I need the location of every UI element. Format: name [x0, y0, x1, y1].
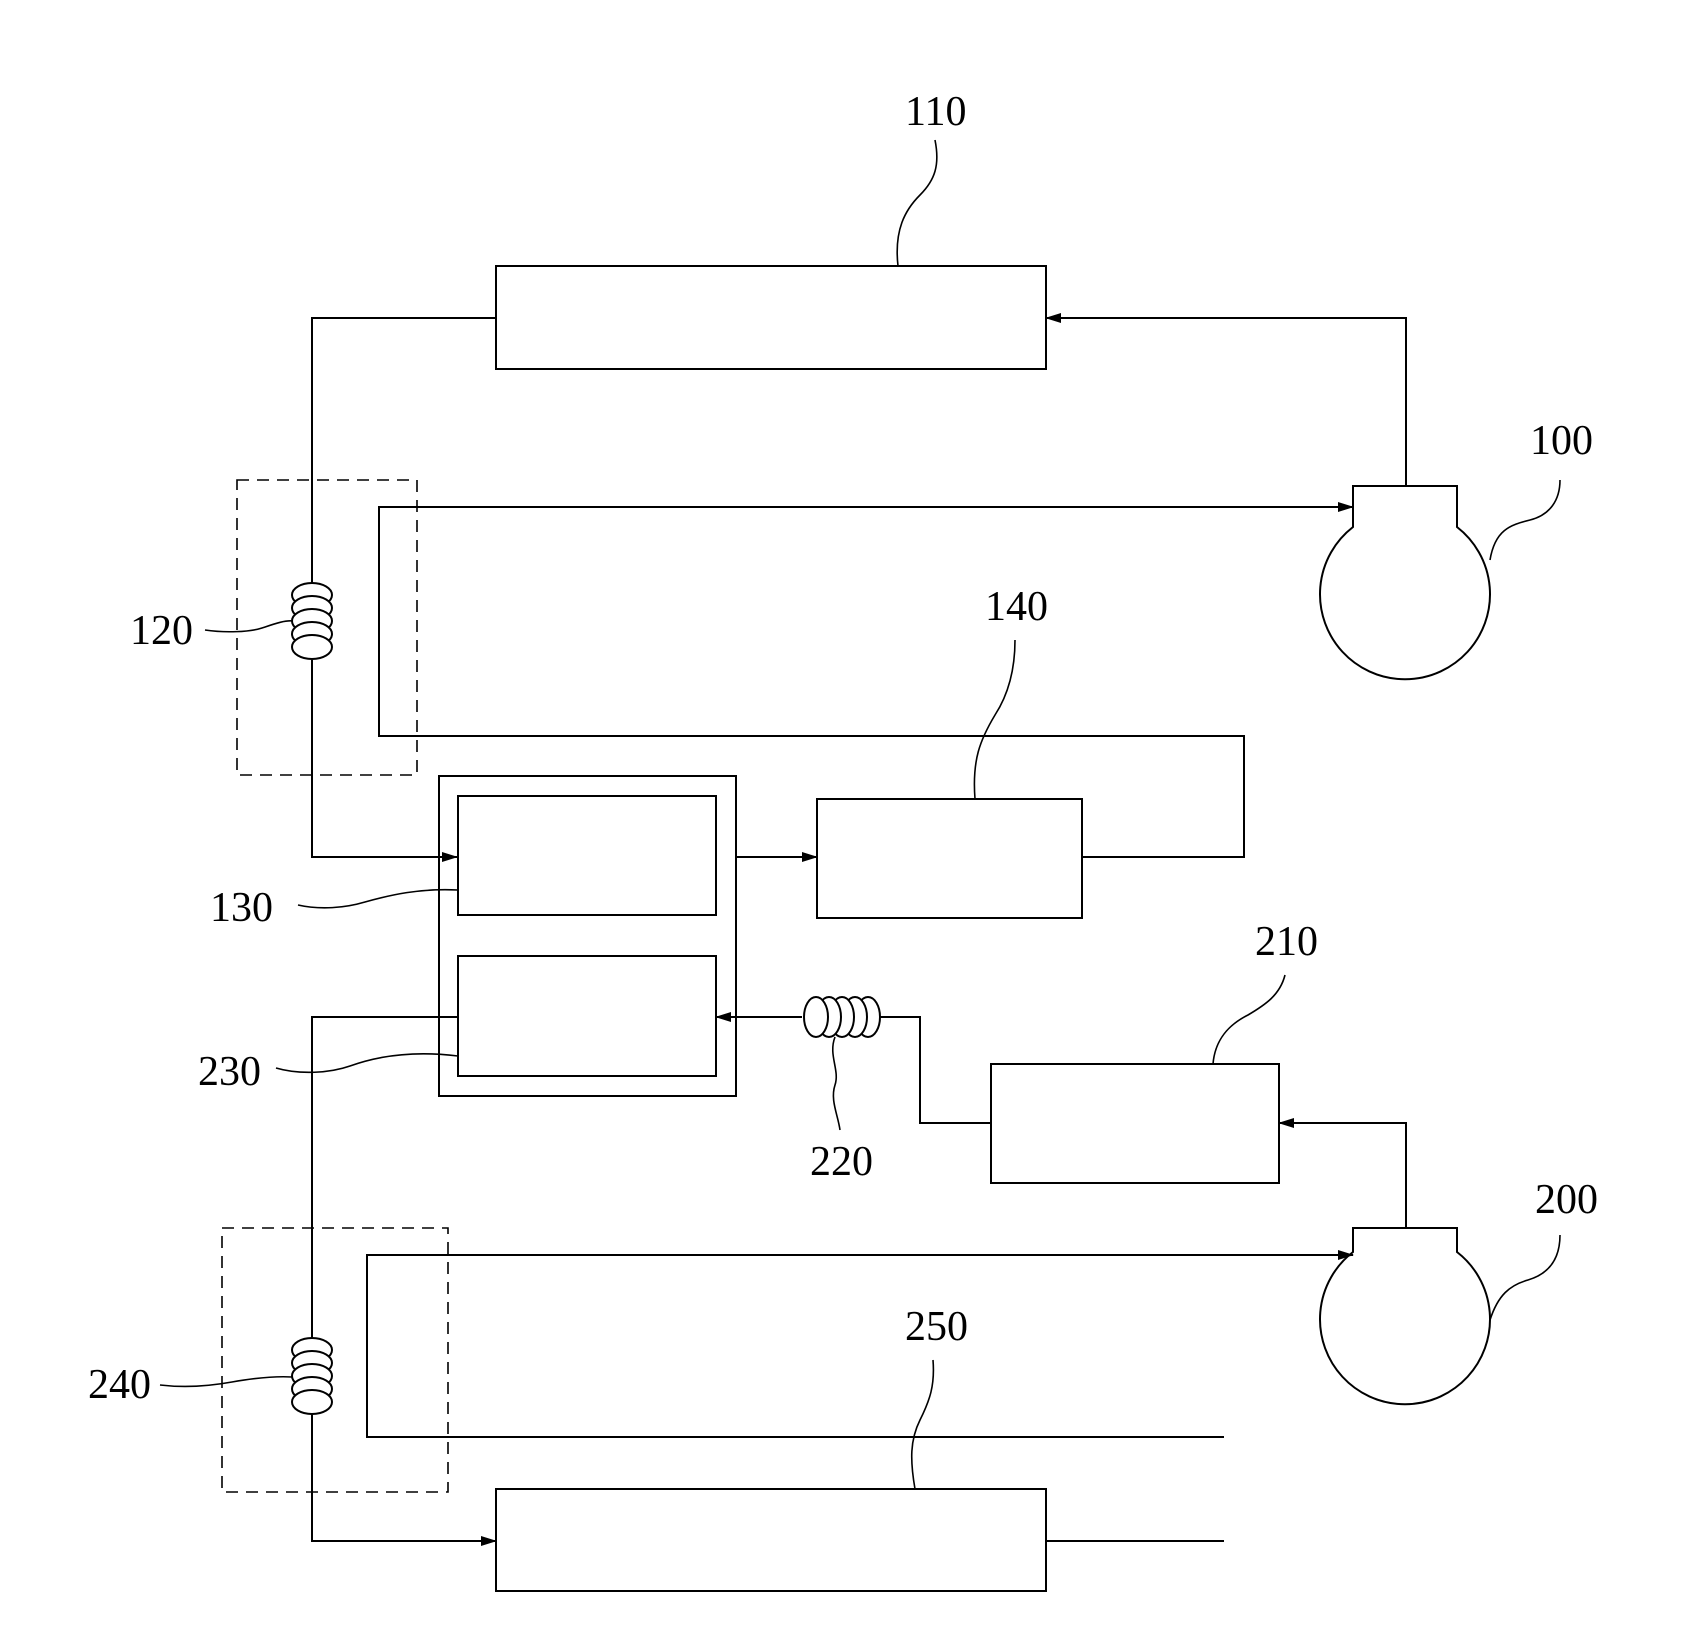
line-return-to-200 [367, 1255, 1353, 1437]
leader-230 [276, 1054, 458, 1073]
device-100 [1320, 486, 1490, 679]
dashed-region-240 [222, 1228, 448, 1492]
block-230 [458, 956, 716, 1076]
leader-240 [160, 1377, 292, 1387]
coil-240 [292, 1338, 332, 1414]
label-200: 200 [1535, 1177, 1598, 1223]
label-100: 100 [1530, 418, 1593, 464]
housing-box [439, 776, 736, 1096]
line-230-to-240 [312, 1017, 458, 1343]
block-110 [496, 266, 1046, 369]
block-140 [817, 799, 1082, 918]
label-120: 120 [130, 608, 193, 654]
leader-120 [205, 621, 293, 632]
label-130: 130 [210, 885, 273, 931]
coil-120 [292, 583, 332, 659]
label-140: 140 [985, 584, 1048, 630]
leader-250 [912, 1360, 934, 1489]
block-250 [496, 1489, 1046, 1591]
line-110-to-120 [312, 318, 496, 588]
label-220: 220 [810, 1139, 873, 1185]
label-110: 110 [905, 89, 966, 135]
line-200-to-210 [1279, 1123, 1406, 1228]
line-100-to-110 [1046, 318, 1406, 486]
leader-220 [833, 1037, 840, 1130]
block-130 [458, 796, 716, 915]
leader-140 [974, 640, 1015, 799]
leader-210 [1213, 975, 1285, 1064]
leader-200 [1490, 1235, 1560, 1320]
line-140-to-100 [379, 507, 1353, 857]
label-240: 240 [88, 1362, 151, 1408]
line-240-to-250 [312, 1413, 496, 1541]
leader-110 [897, 140, 937, 266]
line-210-to-220 [874, 1017, 991, 1123]
label-210: 210 [1255, 919, 1318, 965]
block-210 [991, 1064, 1279, 1183]
label-250: 250 [905, 1304, 968, 1350]
line-120-to-130 [312, 660, 457, 857]
leader-130 [298, 890, 458, 908]
label-230: 230 [198, 1049, 261, 1095]
leader-100 [1490, 480, 1560, 560]
coil-220 [804, 997, 880, 1037]
